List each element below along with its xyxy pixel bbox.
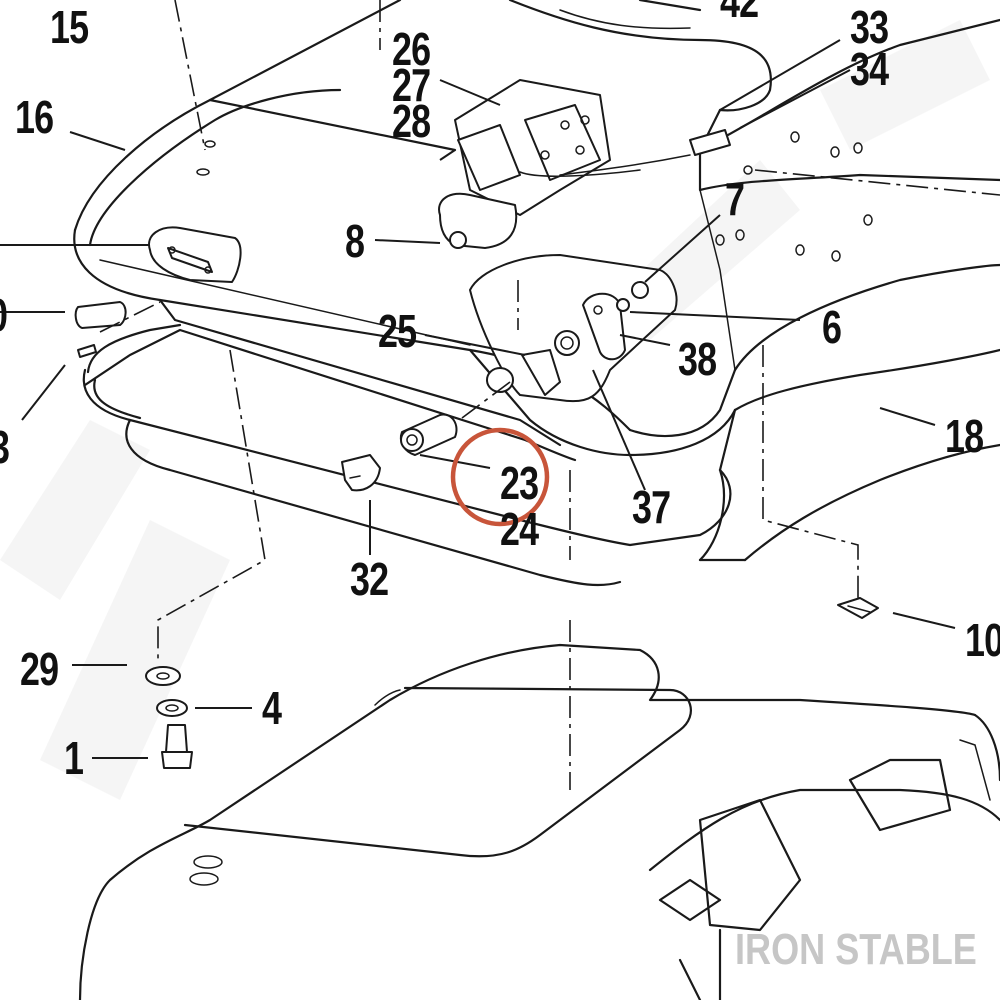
- callout-0: 0: [0, 292, 8, 338]
- bottom-tray: [78, 643, 1000, 1000]
- base-outline: [82, 18, 1000, 587]
- callout-6: 6: [822, 301, 842, 353]
- highlight-ring: [450, 427, 550, 527]
- callout-16: 16: [15, 91, 54, 143]
- callout-29: 29: [20, 643, 59, 695]
- callout-8: 8: [345, 215, 365, 267]
- small-parts: [74, 281, 879, 769]
- iron-stable-watermark: IRON STABLE: [735, 925, 977, 974]
- callout-4: 4: [262, 682, 282, 734]
- callout-34: 34: [850, 43, 889, 95]
- callout-33: 33: [850, 1, 889, 53]
- callout-28: 28: [392, 95, 431, 147]
- callout-42: 42: [720, 0, 759, 27]
- callout-25: 25: [378, 305, 417, 357]
- callout-32: 32: [350, 553, 389, 605]
- lid-gasket: [83, 328, 577, 462]
- callout-23: 23: [500, 457, 539, 509]
- latch-plate: [148, 226, 242, 283]
- callout-37: 37: [632, 481, 671, 533]
- centre-lines: [99, 0, 1000, 790]
- callout-18: 18: [945, 410, 984, 462]
- callout-26: 26: [392, 23, 431, 75]
- callout-10: 10: [965, 614, 1000, 666]
- callout-3: 3: [0, 424, 10, 470]
- background-watermark: [0, 20, 990, 800]
- callout-27: 27: [392, 59, 431, 111]
- latch-mount-plate: [469, 254, 678, 403]
- callout-15: 15: [50, 1, 89, 53]
- callout-38: 38: [678, 333, 717, 385]
- callout-1: 1: [64, 732, 84, 784]
- callout-7: 7: [725, 173, 745, 225]
- callout-24: 24: [500, 503, 539, 555]
- latch-module: [438, 79, 731, 249]
